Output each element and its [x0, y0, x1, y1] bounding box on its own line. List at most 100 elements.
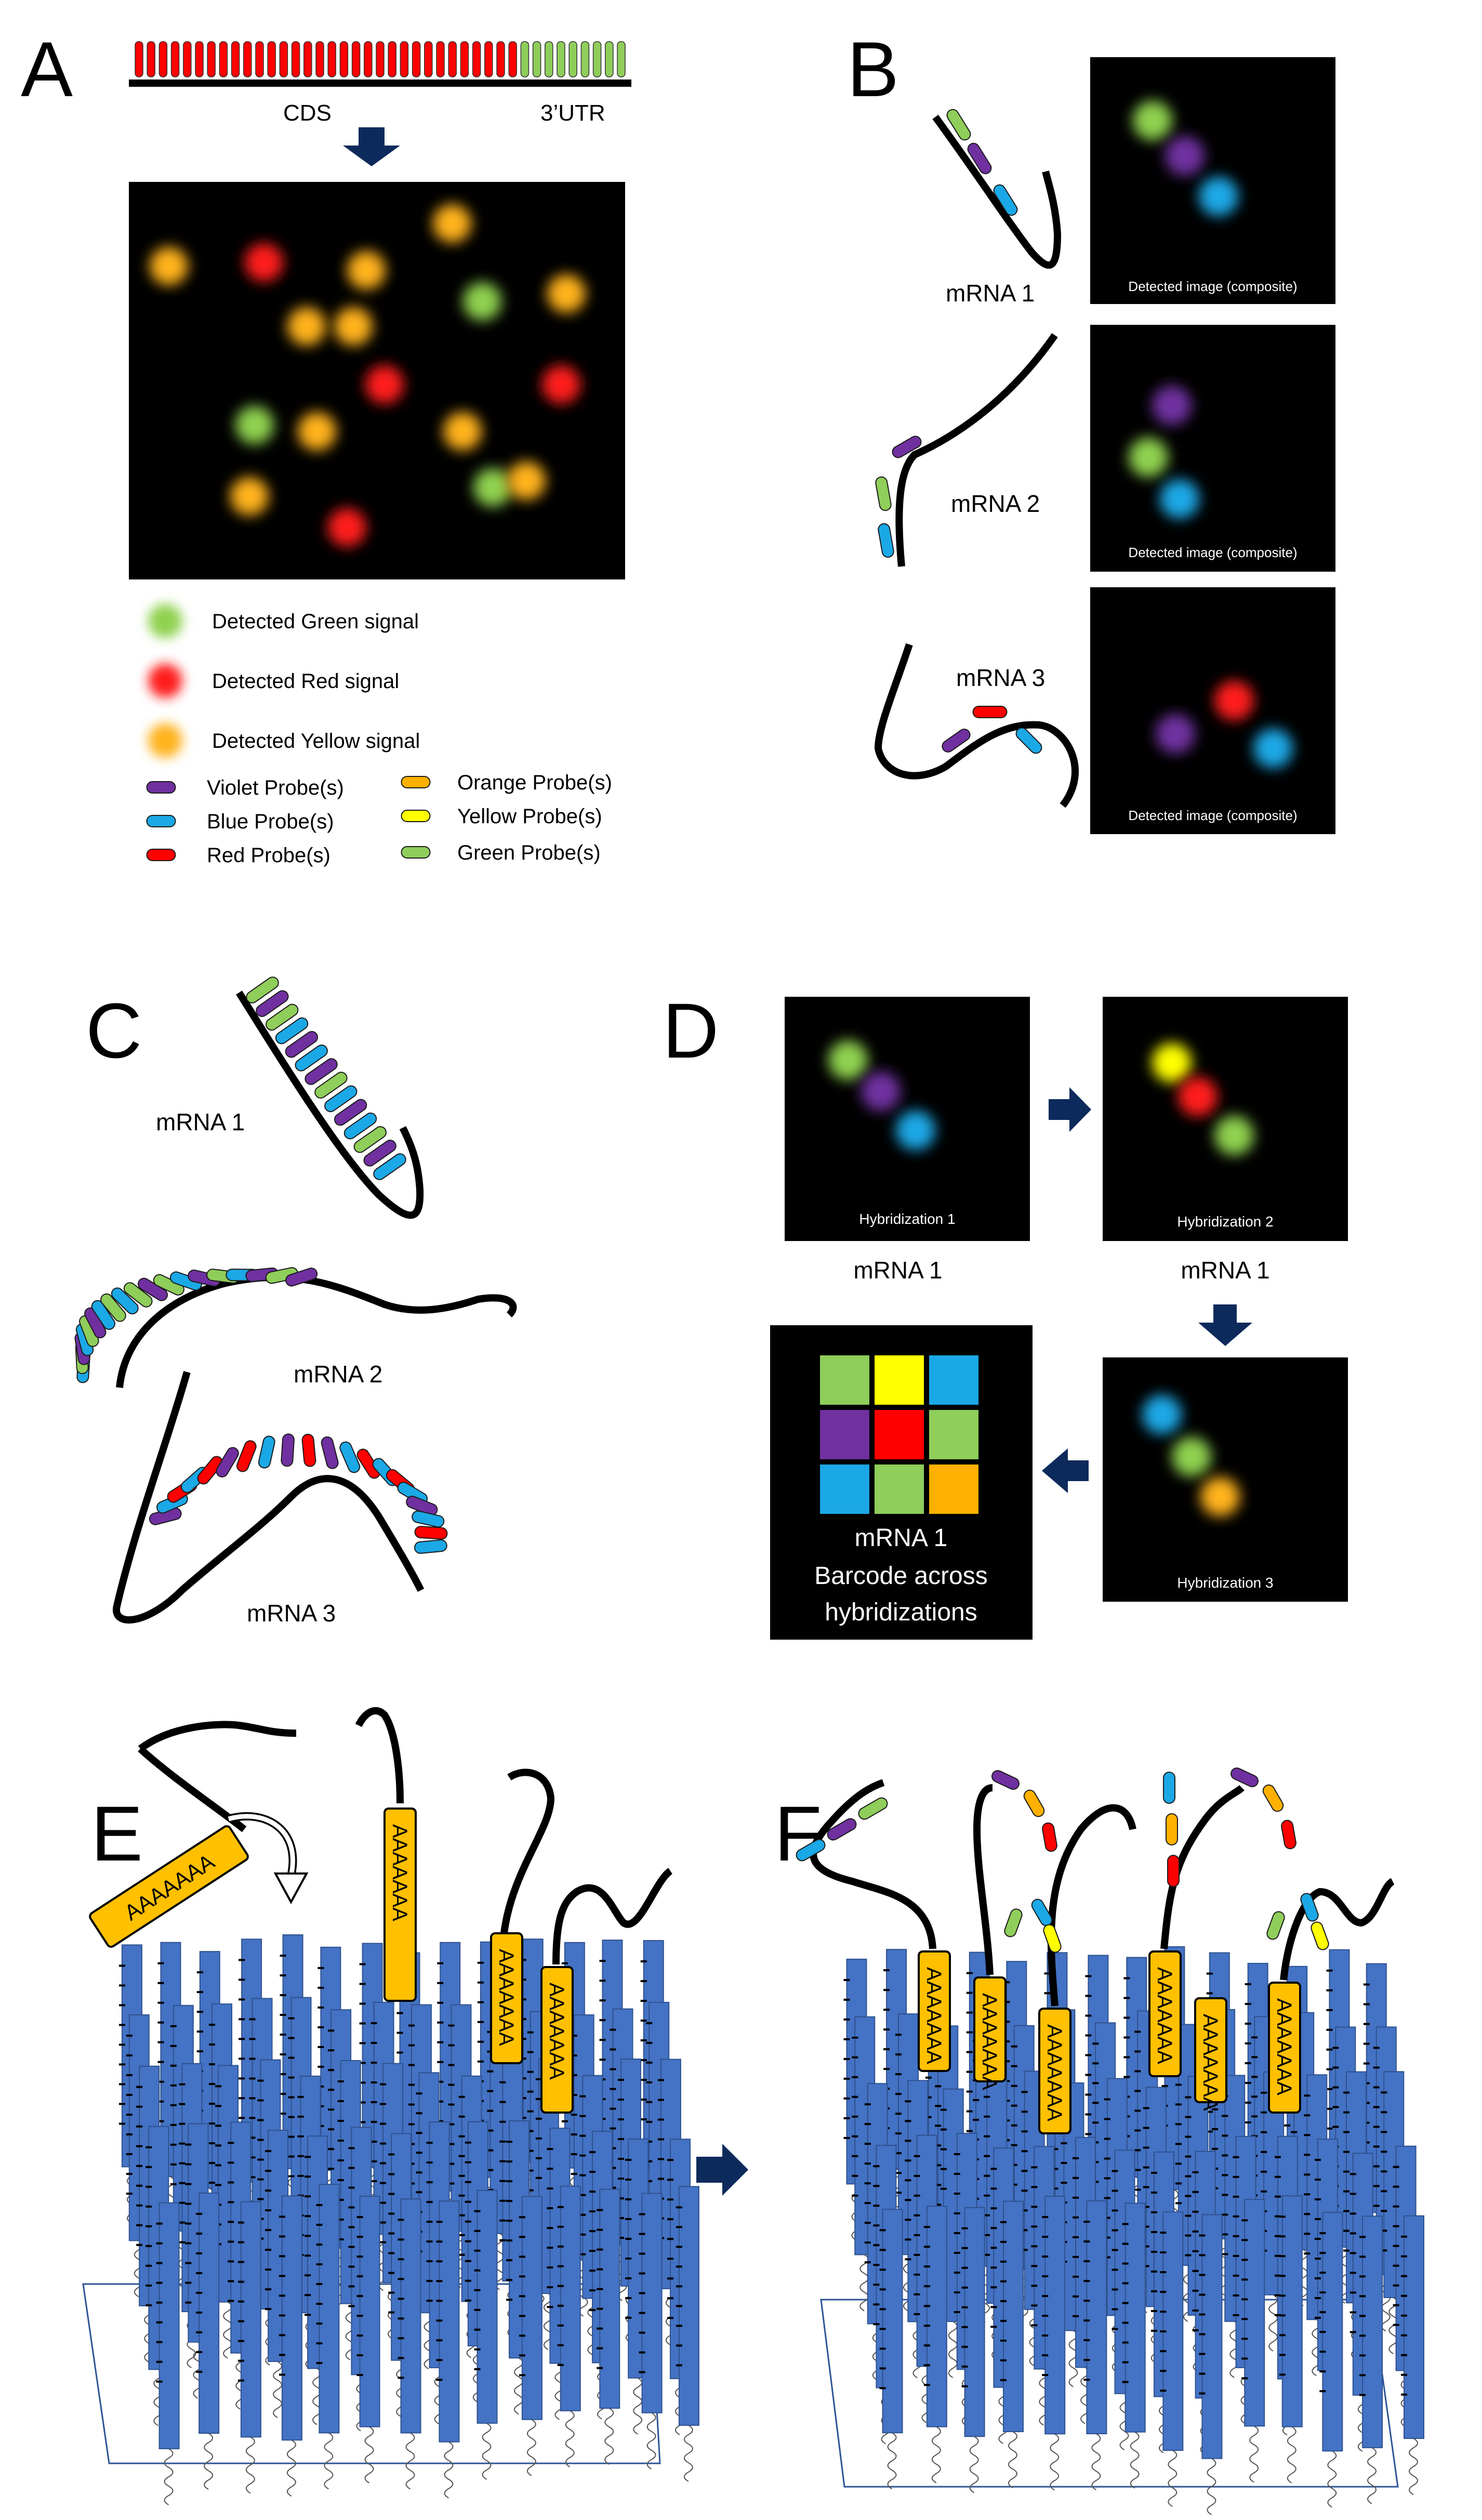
- signal-spot: [245, 243, 283, 282]
- transcript-probe: [436, 41, 445, 77]
- capture-arrow-head: [273, 1872, 309, 1905]
- capture-column: [882, 2209, 903, 2434]
- linker-squiggle: [364, 2426, 374, 2484]
- linker-squiggle: [931, 2426, 941, 2484]
- probe: [314, 1072, 348, 1099]
- mrna-strand: [113, 1371, 425, 1624]
- probe: [256, 990, 289, 1017]
- right-arrow-icon: [696, 2144, 748, 2196]
- probe: [1004, 1908, 1023, 1937]
- panel-letter-c: C: [86, 987, 142, 1074]
- transcript-probe: [472, 41, 481, 77]
- legend-label: Detected Green signal: [212, 610, 419, 633]
- probe: [339, 1441, 361, 1473]
- signal-spot: [1156, 714, 1195, 754]
- capture-column: [1162, 2211, 1184, 2451]
- signal-spot: [287, 307, 326, 346]
- probe: [266, 1004, 299, 1031]
- capture-column: [477, 2189, 498, 2424]
- transcript-probe: [376, 41, 385, 77]
- polya-body: [1268, 1982, 1301, 2114]
- transcript-probe: [243, 41, 252, 77]
- transcript-probe: [605, 41, 614, 77]
- polya-tail: AAAAAAA: [490, 1932, 523, 2064]
- probe: [356, 1448, 381, 1479]
- polya-text: AAAAAAA: [1153, 1967, 1176, 2064]
- capture-column: [964, 2207, 985, 2437]
- transcript-probe: [207, 41, 216, 77]
- probe: [343, 1112, 377, 1140]
- probe: [236, 1440, 257, 1472]
- probe: [281, 1433, 295, 1467]
- probe: [401, 846, 431, 859]
- capture-column: [1201, 2214, 1223, 2459]
- composite-spots: [1129, 101, 1293, 768]
- linker-squiggle: [1068, 2330, 1078, 2387]
- transcript-probe: [388, 41, 396, 77]
- capture-column: [319, 2184, 340, 2434]
- barcode-probes: [796, 1767, 1329, 1953]
- probe: [972, 706, 1008, 718]
- transcript-probe: [327, 41, 336, 77]
- probe: [892, 436, 922, 458]
- transcript-probe: [135, 41, 143, 77]
- transcript-probe: [460, 41, 469, 77]
- probe: [111, 1287, 139, 1315]
- signal-spot: [1214, 681, 1254, 720]
- transcript-probe: [496, 41, 505, 77]
- signal-spot: [443, 412, 482, 451]
- capture-column: [1322, 2212, 1343, 2452]
- signal-spot: [365, 365, 404, 404]
- linker-squiggle: [134, 2240, 143, 2298]
- probe: [258, 1435, 275, 1469]
- signal-spot: [433, 204, 471, 243]
- probe: [146, 849, 176, 861]
- hyb-caption: Hybridization 3: [1177, 1575, 1273, 1591]
- barcode-grid: [820, 1355, 978, 1514]
- linker-squiggle: [1119, 2393, 1129, 2450]
- panel-letter-d: D: [663, 987, 719, 1074]
- capture-column: [521, 2196, 542, 2420]
- legend-label: Orange Probe(s): [457, 771, 612, 794]
- panel-letter-e: E: [91, 1790, 143, 1877]
- hybridization-spots: [828, 1040, 1254, 1516]
- probe: [1311, 1921, 1329, 1950]
- probe: [216, 1447, 239, 1477]
- panel-letter-b: B: [847, 25, 899, 113]
- glass-slide: [82, 2283, 661, 2464]
- transcript-probe: [170, 41, 180, 77]
- signal-spot: [230, 477, 269, 516]
- probe: [146, 781, 176, 794]
- barcode-cell: [929, 1410, 978, 1459]
- barcode-cell: [875, 1355, 924, 1405]
- signal-spot: [148, 604, 182, 638]
- legend-label: Green Probe(s): [457, 841, 601, 864]
- transcript-probe: [484, 41, 493, 77]
- probe: [301, 1433, 316, 1467]
- polya-text: AAAAAAA: [495, 1949, 518, 2046]
- linker-squiggle: [456, 2231, 466, 2288]
- linker-squiggle: [424, 2312, 433, 2370]
- mrna-strand: [116, 1273, 517, 1388]
- linker-squiggle: [153, 2369, 163, 2426]
- probe: [246, 977, 279, 1004]
- probe: [414, 1539, 447, 1554]
- polya-body: [540, 1966, 574, 2114]
- legend-label: Detected Red signal: [212, 670, 399, 693]
- barcode-cell: [875, 1410, 924, 1459]
- probe: [967, 142, 992, 175]
- mrna-label: mRNA 2: [294, 1361, 382, 1388]
- probe: [1015, 727, 1042, 754]
- transcript-probe-row: [135, 41, 626, 77]
- linker-squiggle: [324, 2432, 334, 2490]
- polya-text: AAAAAAA: [922, 1967, 945, 2064]
- polya-tail: AAAAAAA: [1038, 2008, 1071, 2134]
- linker-squiggle: [1050, 2433, 1060, 2491]
- mrna-strand: [810, 1779, 936, 1949]
- mrna-strand: [1160, 1785, 1245, 1949]
- linker-squiggle: [1080, 2367, 1090, 2424]
- barcode-cell: [820, 1410, 869, 1459]
- capture-column: [359, 2196, 380, 2427]
- linker-squiggle: [345, 2303, 355, 2360]
